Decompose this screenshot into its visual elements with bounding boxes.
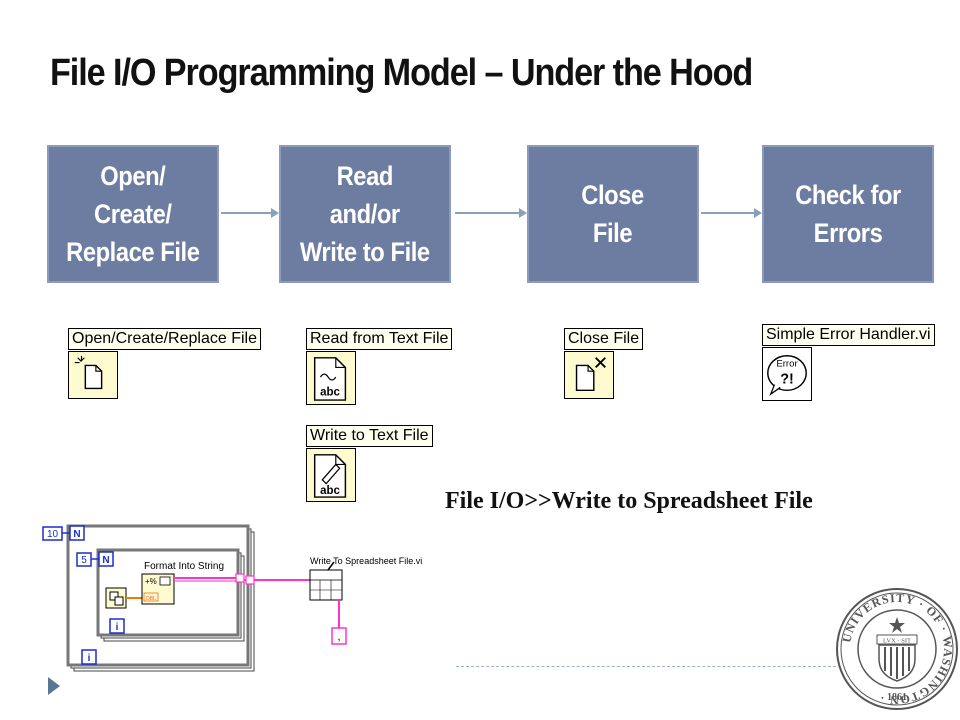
step-read-write: Read and/or Write to File <box>279 145 451 283</box>
write-spreadsheet-label: Write To Spreadsheet File.vi <box>310 556 422 566</box>
delimiter-constant[interactable] <box>331 627 347 645</box>
iteration-terminal-i: i <box>116 622 119 633</box>
inner-count-value: 5 <box>81 555 87 566</box>
footer-divider <box>456 666 836 667</box>
open-file-icon[interactable] <box>68 351 118 399</box>
university-seal-logo: UNIVERSITY · OF · WASHINGTON · LVX · SIT… <box>835 587 959 711</box>
loop-tunnel <box>235 573 245 583</box>
dbl-text: DBL <box>146 596 156 602</box>
error-handler-icon[interactable]: Error ?! <box>762 347 812 401</box>
read-text-file-icon[interactable]: abc <box>306 351 356 405</box>
slide-title: File I/O Programming Model – Under the H… <box>50 52 753 94</box>
step-label: Open/ Create/ Replace File <box>66 161 200 267</box>
palette-path-caption: File I/O>>Write to Spreadsheet File <box>445 488 813 514</box>
write-text-file-icon[interactable]: abc <box>306 448 356 502</box>
step-label: Read and/or Write to File <box>300 161 430 267</box>
loop-tunnel <box>245 575 255 585</box>
inner-count-terminal <box>98 551 114 567</box>
error-marks: ?! <box>780 372 794 388</box>
count-terminal-n: N <box>73 529 80 540</box>
write-to-text-file-label: Write to Text File <box>306 425 433 447</box>
error-text: Error <box>776 358 798 369</box>
close-file-icon[interactable] <box>564 351 614 399</box>
block-diagram: 10 N 5 N i i Format Into String +% DBL W… <box>40 518 460 683</box>
flow-arrow <box>455 208 527 218</box>
step-open-create-replace: Open/ Create/ Replace File <box>47 145 219 283</box>
open-create-replace-label: Open/Create/Replace File <box>68 328 261 350</box>
abc-text: abc <box>320 485 340 497</box>
format-spec-text: +% <box>145 577 157 586</box>
flow-arrow <box>701 208 762 218</box>
slide-bullet-icon <box>48 677 60 695</box>
close-file-label: Close File <box>564 328 644 350</box>
format-into-string-label: Format Into String <box>144 561 224 572</box>
seal-motto: LVX · SIT <box>883 638 911 645</box>
outer-count-terminal <box>69 525 85 541</box>
delimiter-value: , <box>337 631 340 643</box>
step-label: Close File <box>581 180 645 248</box>
iteration-terminal-i: i <box>88 653 91 664</box>
flow-arrow <box>221 208 279 218</box>
seal-year: 1861 <box>887 692 907 703</box>
read-from-text-file-label: Read from Text File <box>306 328 453 350</box>
write-spreadsheet-node[interactable] <box>309 569 343 601</box>
simple-error-handler-label: Simple Error Handler.vi <box>762 324 935 346</box>
outer-iteration-terminal <box>81 649 97 665</box>
inner-iteration-terminal <box>109 618 125 634</box>
step-check-errors: Check for Errors <box>762 145 934 283</box>
step-close-file: Close File <box>527 145 699 283</box>
count-terminal-n: N <box>102 555 109 566</box>
abc-text: abc <box>320 386 340 398</box>
step-label: Check for Errors <box>795 180 901 248</box>
outer-count-value: 10 <box>47 529 59 540</box>
